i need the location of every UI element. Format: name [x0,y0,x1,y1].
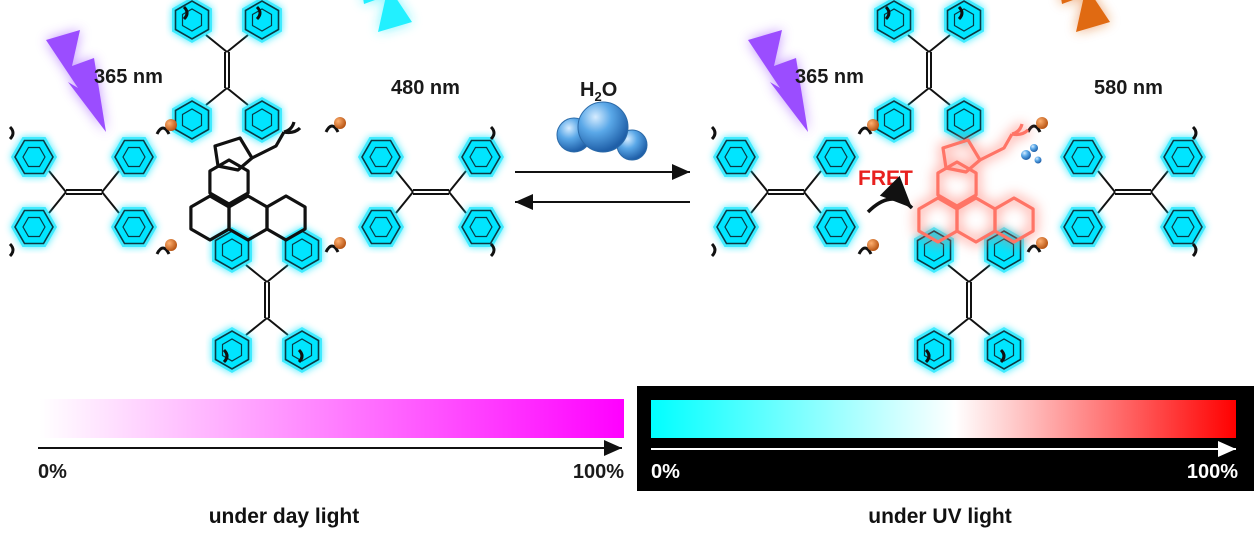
metal-node [857,119,879,135]
phenyl-ring [282,326,322,374]
right-emission-label: 580 nm [1094,77,1163,99]
lightning-bolt-365-right [748,30,808,132]
phenyl-ring [944,0,984,44]
uv-start-label: 0% [651,461,680,483]
tpe-unit [1059,125,1207,258]
tpe-unit [710,125,860,258]
water-label: H2O [580,79,617,104]
phenyl-ring [282,226,322,274]
phenyl-ring [1059,137,1107,177]
phenyl-ring [242,0,282,44]
framework-left [8,0,505,374]
phenyl-ring [110,207,158,247]
lightning-bolt-580 [1061,0,1110,32]
left-emission-label: 480 nm [391,77,460,99]
phenyl-ring [457,137,505,177]
bolts [46,0,1110,132]
phenyl-ring [110,137,158,177]
metal-node [324,237,346,253]
phenyl-ring [1159,137,1207,177]
uv-caption: under UV light [868,505,1012,528]
fret-label: FRET [858,167,913,190]
phenyl-ring [812,207,860,247]
tpe-unit [212,226,322,374]
phenyl-ring [10,137,58,177]
phenyl-ring [874,96,914,144]
phenyl-ring [1059,207,1107,247]
daylight-start-label: 0% [38,461,67,483]
left-excitation-label: 365 nm [94,66,163,88]
tpe-unit [874,0,984,144]
phenyl-ring [712,207,760,247]
phenyl-ring [944,96,984,144]
phenyl-ring [172,96,212,144]
daylight-end-label: 100% [573,461,624,483]
right-excitation-label: 365 nm [795,66,864,88]
phenyl-ring [712,137,760,177]
lightning-bolt-365-left [46,30,106,132]
phenyl-ring [242,96,282,144]
metal-node [1026,237,1048,253]
phenyl-ring [812,137,860,177]
lightning-bolt-480 [363,0,412,32]
phenyl-ring [457,207,505,247]
phenyl-ring [874,0,914,44]
tpe-unit [8,125,158,258]
metal-node [1026,117,1048,133]
tpe-unit [914,226,1024,374]
water-molecule-icon [556,101,648,161]
daylight-caption: under day light [209,505,360,528]
phenyl-ring [914,326,954,374]
uv-gradient-bar [651,400,1236,438]
phenyl-ring [357,137,405,177]
metal-node [857,239,879,255]
fret-arrow [866,175,914,214]
guest-molecule-right [914,122,1042,247]
daylight-gradient-bar [40,399,624,438]
uv-end-label: 100% [1187,461,1238,483]
phenyl-ring [1159,207,1207,247]
phenyl-ring [984,326,1024,374]
tpe-unit [172,0,282,144]
metal-node [155,239,177,255]
phenyl-ring [357,207,405,247]
metal-node [324,117,346,133]
phenyl-ring [172,0,212,44]
phenyl-ring [212,326,252,374]
guest-molecule-left [189,121,307,242]
tpe-unit [357,125,505,258]
metal-node [155,119,177,135]
phenyl-ring [10,207,58,247]
framework-right [710,0,1207,374]
